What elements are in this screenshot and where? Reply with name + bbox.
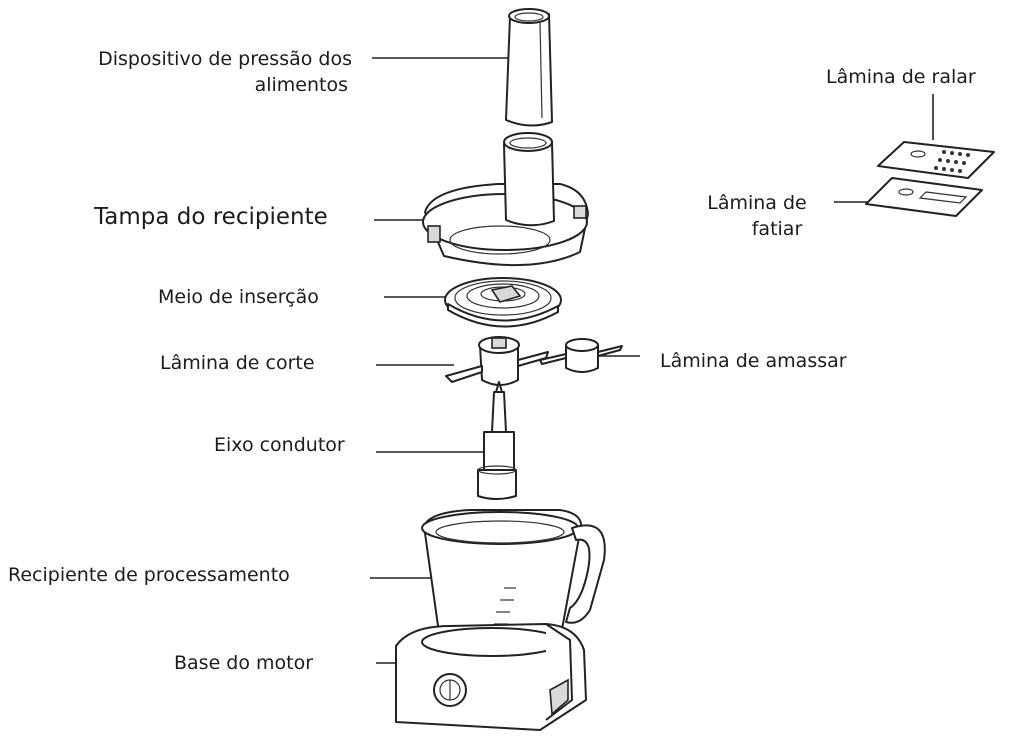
food-pusher-label-line1: Dispositivo de pressão dos bbox=[98, 48, 352, 70]
drive-shaft-label: Eixo condutor bbox=[214, 434, 345, 456]
slicing-blade-label-line1: Lâmina de bbox=[707, 192, 807, 214]
drive-shaft-drawing bbox=[477, 381, 517, 500]
motor-base-label: Base do motor bbox=[174, 652, 314, 674]
slicing-blade-drawing bbox=[865, 177, 983, 217]
processing-bowl-drawing bbox=[421, 509, 606, 650]
cutting-blade-label: Lâmina de corte bbox=[160, 352, 315, 374]
processing-bowl-label: Recipiente de processamento bbox=[8, 564, 290, 586]
container-lid-drawing bbox=[422, 132, 589, 267]
cutting-blade-drawing bbox=[445, 336, 549, 386]
kneading-blade-label: Lâmina de amassar bbox=[660, 350, 847, 372]
grating-blade-drawing bbox=[877, 141, 995, 179]
food-pusher-label: Dispositivo de pressão dos alimentos bbox=[40, 46, 352, 98]
grating-blade-label: Lâmina de ralar bbox=[826, 66, 976, 88]
slicing-blade-label: Lâmina de fatiar bbox=[690, 190, 824, 242]
motor-base-drawing bbox=[395, 623, 587, 731]
food-pusher-label-line2: alimentos bbox=[254, 74, 348, 96]
slicing-blade-label-line2: fatiar bbox=[751, 218, 803, 240]
insert-disc-drawing bbox=[444, 277, 562, 328]
leader-lines bbox=[370, 57, 934, 664]
insert-disc-label: Meio de inserção bbox=[158, 286, 319, 308]
kneading-blade-drawing bbox=[539, 338, 623, 373]
container-lid-label: Tampa do recipiente bbox=[94, 204, 328, 230]
food-pusher-drawing bbox=[505, 8, 553, 127]
